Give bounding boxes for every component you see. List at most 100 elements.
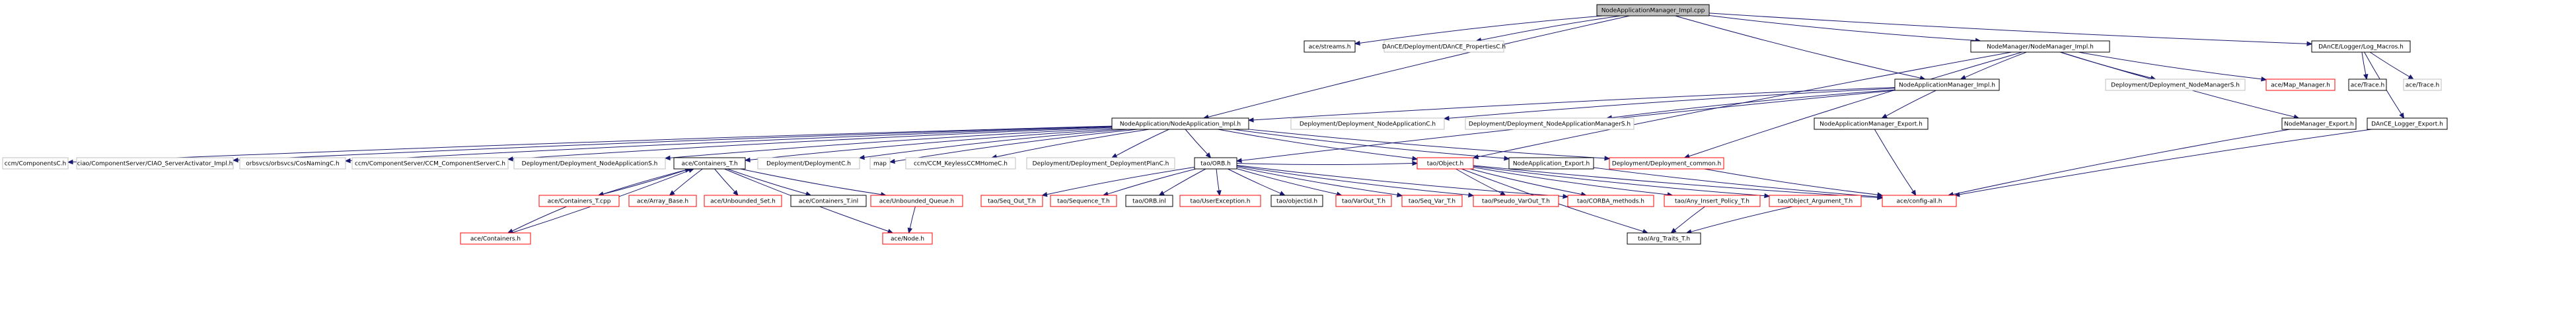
edge-n10-n25 <box>1116 129 1169 156</box>
graph-node-n38[interactable]: tao/UserException.h <box>1179 195 1261 207</box>
node-label: map <box>873 161 887 168</box>
node-label: tao/Any_Insert_Policy_T.h <box>1675 199 1749 205</box>
node-box <box>1596 4 1710 16</box>
graph-node-n0[interactable]: NodeApplicationManager_Impl.cpp <box>1596 4 1710 16</box>
node-label: ace/Containers.h <box>470 236 521 243</box>
graph-node-n33[interactable]: ace/Containers_T.inl <box>790 195 867 207</box>
edge-n44-n49 <box>1674 206 1705 231</box>
node-label: ace/Unbounded_Queue.h <box>879 199 955 205</box>
graph-node-n26[interactable]: tao/ORB.h <box>1194 157 1237 170</box>
node-box <box>869 157 891 170</box>
node-box <box>1609 157 1724 170</box>
graph-node-n39[interactable]: tao/objectid.h <box>1270 195 1323 207</box>
node-box <box>1814 117 1929 130</box>
arrowhead-n10-n27 <box>1412 156 1418 161</box>
graph-node-n28[interactable]: NodeApplication_Export.h <box>1508 157 1594 170</box>
graph-node-n8[interactable]: ace/Trace.h <box>2348 79 2387 91</box>
graph-node-n36[interactable]: tao/Sequence_T.h <box>1050 195 1117 207</box>
node-box <box>704 195 782 207</box>
edge-n3-n7 <box>2078 51 2262 80</box>
graph-node-n32[interactable]: ace/Unbounded_Set.h <box>704 195 782 207</box>
node-box <box>538 195 620 207</box>
edge-n10-n28 <box>1232 129 1505 159</box>
edge-n30-n21 <box>598 170 686 196</box>
edge-n45-n49 <box>1691 206 1793 232</box>
graph-node-n48[interactable]: ace/Node.h <box>882 232 933 245</box>
edge-n26-n43 <box>1236 165 1564 197</box>
edge-n10-n21 <box>749 129 1114 160</box>
edge-n0-n4 <box>1709 13 2308 44</box>
graph-node-n27[interactable]: tao/Object.h <box>1417 157 1474 170</box>
graph-node-n4[interactable]: DAnCE/Logger/Log_Macros.h <box>2311 40 2411 53</box>
graph-node-n29[interactable]: Deployment/Deployment_common.h <box>1609 157 1724 170</box>
node-label: NodeManager/NodeManager_Impl.h <box>1987 44 2094 51</box>
arrowhead-n10-n25 <box>1111 153 1118 158</box>
node-box <box>757 157 860 170</box>
edge-n10-n27 <box>1218 129 1413 159</box>
graph-node-n13[interactable]: NodeApplicationManager_Export.h <box>1814 117 1929 130</box>
edge-n29-n46 <box>1704 168 1878 195</box>
graph-node-n45[interactable]: tao/Object_Argument_T.h <box>1769 195 1862 207</box>
graph-node-n12: Deployment/Deployment_NodeApplicationMan… <box>1465 117 1635 130</box>
node-box <box>1383 40 1504 53</box>
arrowhead-n3-n5 <box>1960 75 1967 80</box>
edge-n27-n45 <box>1473 166 1765 197</box>
graph-node-n31[interactable]: ace/Array_Base.h <box>628 195 697 207</box>
node-label: tao/UserException.h <box>1191 199 1251 205</box>
arrowhead-n21-n48 <box>887 228 894 234</box>
node-label: ace/Node.h <box>891 236 924 243</box>
edge-n3-n27 <box>1477 51 2012 158</box>
node-box <box>239 157 346 170</box>
arrowhead-n3-n7 <box>2261 77 2267 82</box>
graph-node-n5[interactable]: NodeApplicationManager_Impl.h <box>1894 79 2000 91</box>
arrowhead-n10-n20 <box>664 155 671 161</box>
graph-node-n15[interactable]: DAnCE_Logger_Export.h <box>2367 117 2448 130</box>
graph-node-n47[interactable]: ace/Containers.h <box>460 232 531 245</box>
node-box <box>1026 157 1175 170</box>
node-label: Deployment/Deployment_DeploymentPlanC.h <box>1033 161 1169 168</box>
graph-node-n40[interactable]: tao/VarOut_T.h <box>1335 195 1392 207</box>
node-label: tao/Pseudo_VarOut_T.h <box>1482 199 1550 205</box>
node-label: ace/Containers_T.h <box>681 161 737 168</box>
graph-node-n35[interactable]: tao/Seq_Out_T.h <box>980 195 1043 207</box>
arrowhead-n26-n35 <box>1041 191 1048 197</box>
graph-node-n7[interactable]: ace/Map_Manager.h <box>2265 79 2336 91</box>
node-box <box>1401 195 1463 207</box>
node-label: tao/CORBA_methods.h <box>1577 199 1644 205</box>
graph-node-n44[interactable]: tao/Any_Insert_Policy_T.h <box>1664 195 1761 207</box>
graph-node-n41[interactable]: tao/Seq_Var_T.h <box>1401 195 1463 207</box>
node-box <box>513 157 666 170</box>
graph-node-n34[interactable]: ace/Unbounded_Queue.h <box>870 195 963 207</box>
node-box <box>1473 195 1559 207</box>
graph-node-n30[interactable]: ace/Containers_T.cpp <box>538 195 620 207</box>
graph-node-n37[interactable]: tao/ORB.inl <box>1125 195 1173 207</box>
edge-n3-n5 <box>1964 51 2027 78</box>
node-box <box>2311 40 2411 53</box>
graph-node-n1[interactable]: ace/streams.h <box>1304 40 1356 53</box>
node-box <box>351 157 509 170</box>
node-box <box>790 195 867 207</box>
node-label: DAnCE/Deployment/DAnCE_PropertiesC.h <box>1382 44 1506 51</box>
graph-node-n46[interactable]: ace/config-all.h <box>1882 195 1957 207</box>
graph-node-n49[interactable]: tao/Arg_Traits_T.h <box>1627 232 1701 245</box>
edge-n26-n40 <box>1236 168 1337 195</box>
graph-node-n3[interactable]: NodeManager/NodeManager_Impl.h <box>1970 40 2110 53</box>
node-label: Deployment/Deployment_NodeApplicationC.h <box>1300 121 1436 128</box>
edge-n21-n33 <box>727 168 807 195</box>
graph-node-n10[interactable]: NodeApplication/NodeApplication_Impl.h <box>1111 117 1249 130</box>
edge-n13-n46 <box>1874 129 1914 192</box>
node-layer: NodeApplicationManager_Impl.cpp ace/strea… <box>2 4 2448 245</box>
node-box <box>1417 157 1474 170</box>
node-label: Deployment/Deployment_NodeManagerS.h <box>2111 82 2240 89</box>
graph-node-n14[interactable]: NodeManager_Export.h <box>2281 117 2357 130</box>
node-box <box>1882 195 1957 207</box>
edge-n30-n47 <box>512 206 567 232</box>
edge-n10-n23 <box>894 129 1138 162</box>
graph-node-n43[interactable]: tao/CORBA_methods.h <box>1567 195 1654 207</box>
node-box <box>1970 40 2110 53</box>
node-box <box>1111 117 1249 130</box>
graph-node-n42[interactable]: tao/Pseudo_VarOut_T.h <box>1473 195 1559 207</box>
graph-node-n21[interactable]: ace/Containers_T.h <box>673 157 746 170</box>
arrowhead-n21-n31 <box>669 190 675 196</box>
edge-n10-n24 <box>996 129 1150 158</box>
